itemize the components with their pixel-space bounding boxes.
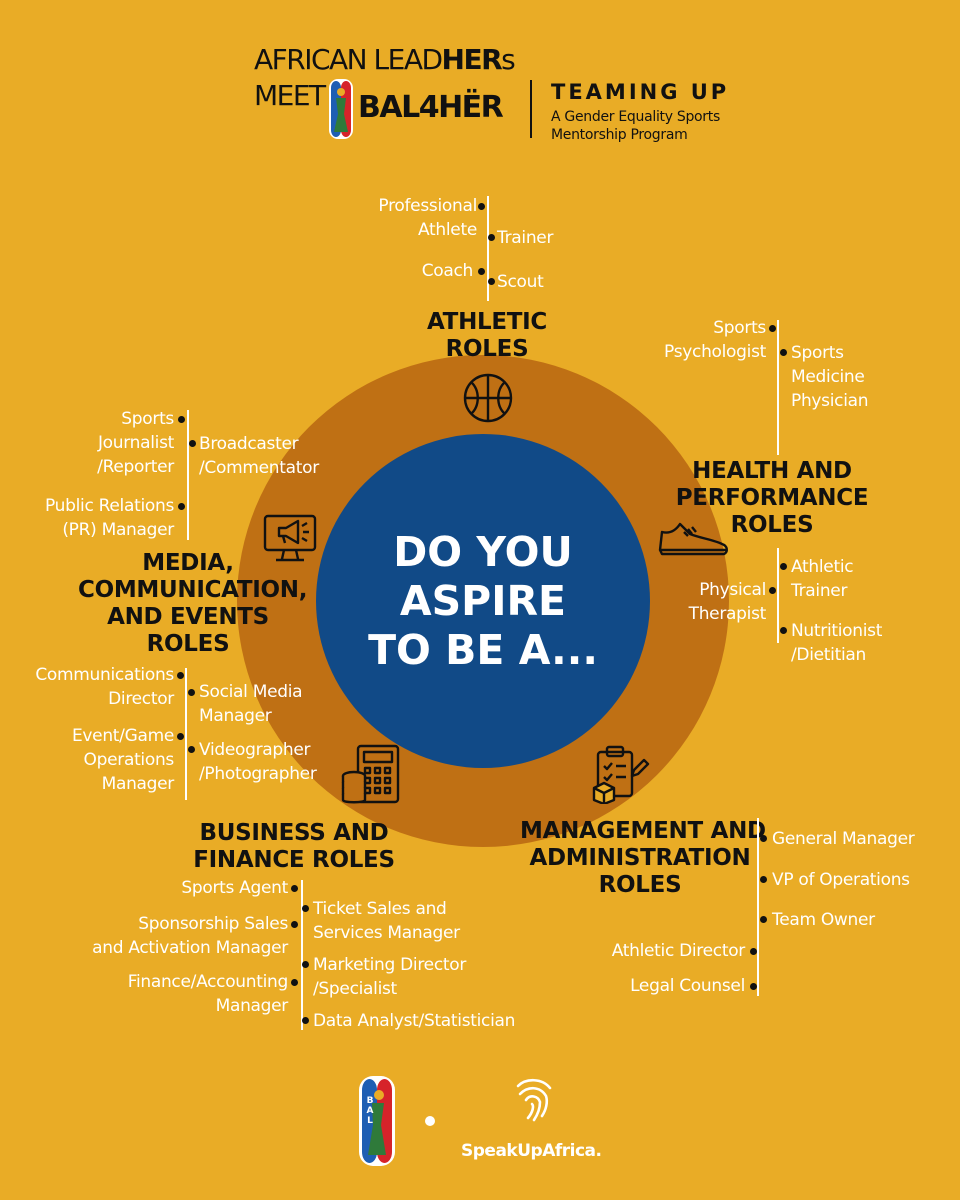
speakup-africa-logo-text: SpeakUpAfrica.	[461, 1141, 602, 1161]
inner-circle	[316, 434, 650, 768]
bullet-dot	[177, 733, 184, 740]
role-team-owner: Team Owner	[772, 910, 875, 930]
clipboard-box-icon	[592, 745, 650, 804]
bullet-dot	[780, 349, 787, 356]
bullet-dot	[760, 916, 767, 923]
bullet-dot	[177, 672, 184, 679]
teaming-up-title: TEAMING UP	[551, 80, 730, 104]
calculator-coins-icon	[341, 744, 400, 804]
bullet-dot	[291, 921, 298, 928]
bullet-dot	[302, 905, 309, 912]
role-data-analyst: Data Analyst/Statistician	[313, 1011, 516, 1031]
bullet-dot	[478, 268, 485, 275]
bullet-dot	[780, 627, 787, 634]
role-public-relations-manager: Public Relations(PR) Manager	[45, 496, 174, 540]
role-scout: Scout	[497, 272, 544, 292]
health-top-divider	[777, 320, 779, 455]
speakup-fingerprint-icon	[516, 1078, 552, 1122]
meet-text: MEET	[254, 79, 326, 112]
bullet-dot	[178, 503, 185, 510]
teaming-up-subtitle-2: Mentorship Program	[551, 127, 688, 143]
role-trainer: Trainer	[497, 228, 554, 248]
bullet-dot	[488, 234, 495, 241]
role-nutritionist-dietitian: Nutritionist/Dietitian	[791, 621, 883, 665]
bullet-dot	[178, 416, 185, 423]
bullet-dot	[769, 587, 776, 594]
center-question: DO YOU ASPIRE TO BE A...	[368, 527, 598, 674]
sneaker-icon	[658, 522, 728, 556]
basketball-icon	[463, 373, 513, 423]
management-divider	[757, 818, 759, 996]
role-marketing-director: Marketing Director/Specialist	[313, 955, 467, 999]
bal-logo-text: BAL	[366, 1096, 374, 1126]
bullet-dot	[750, 983, 757, 990]
role-general-manager: General Manager	[772, 829, 915, 849]
bullet-dot	[188, 746, 195, 753]
role-athletic-director: Athletic Director	[611, 941, 746, 961]
teaming-up-subtitle-1: A Gender Equality Sports	[551, 109, 720, 125]
bullet-dot	[769, 325, 776, 332]
footer-separator-dot	[425, 1116, 435, 1126]
bullet-dot	[302, 1017, 309, 1024]
megaphone-monitor-icon	[263, 514, 317, 562]
business-divider	[301, 880, 303, 1030]
role-coach: Coach	[421, 261, 474, 281]
role-vp-of-operations: VP of Operations	[772, 870, 910, 890]
bullet-dot	[189, 440, 196, 447]
athletic-divider	[487, 196, 489, 301]
bullet-dot	[760, 835, 767, 842]
bullet-dot	[188, 689, 195, 696]
role-sports-agent: Sports Agent	[181, 878, 288, 898]
bullet-dot	[302, 961, 309, 968]
bullet-dot	[478, 203, 485, 210]
health-bottom-divider	[777, 548, 779, 643]
bullet-dot	[488, 278, 495, 285]
bullet-dot	[760, 876, 767, 883]
role-broadcaster: Broadcaster/Commentator	[199, 434, 319, 478]
african-leadhers-text: AFRICAN LEADHERs	[254, 43, 516, 76]
bal4her-logo-text: BAL4HËR	[358, 90, 504, 125]
bal-logo	[359, 1076, 395, 1166]
media-top-divider	[187, 410, 189, 540]
bullet-dot	[291, 885, 298, 892]
role-legal-counsel: Legal Counsel	[630, 976, 745, 996]
bullet-dot	[291, 979, 298, 986]
role-videographer-photographer: Videographer/Photographer	[199, 740, 317, 784]
media-bottom-divider	[185, 668, 187, 800]
bal-shield-logo	[329, 79, 353, 139]
bullet-dot	[750, 948, 757, 955]
bullet-dot	[780, 563, 787, 570]
header-divider	[530, 80, 532, 138]
